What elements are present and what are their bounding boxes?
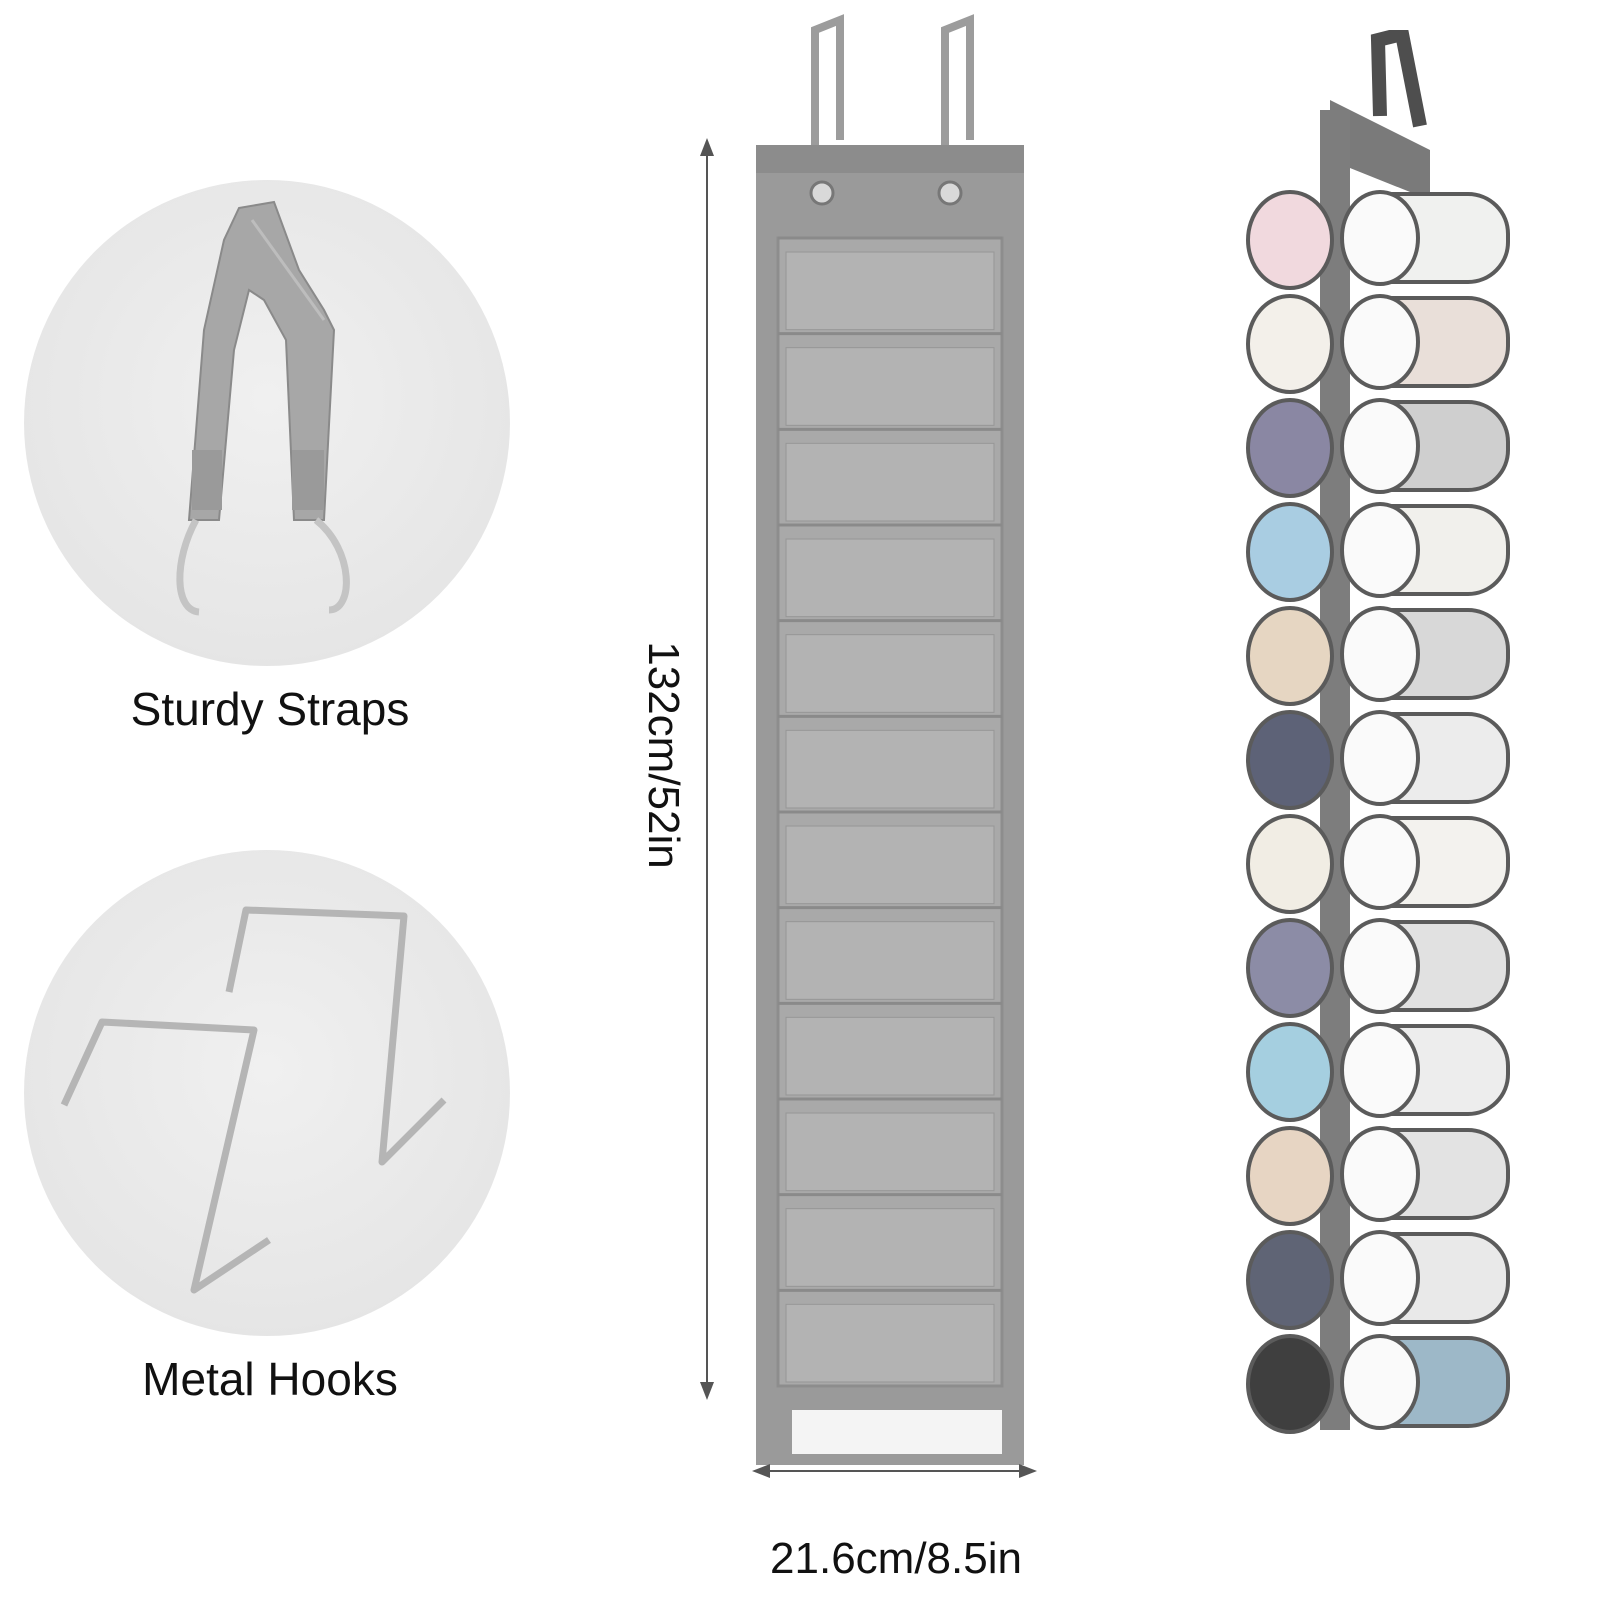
pocket-row xyxy=(785,825,995,905)
width-dimension-arrow xyxy=(752,1464,1037,1478)
hooks-caption: Metal Hooks xyxy=(142,1353,398,1405)
organizer-front-view xyxy=(756,14,1024,1465)
towel-roll-left xyxy=(1246,1022,1334,1122)
towel-roll-end xyxy=(1340,814,1420,910)
towel-roll-left xyxy=(1246,606,1334,706)
pocket-row xyxy=(785,1303,995,1383)
towel-roll-end xyxy=(1340,606,1420,702)
organizer-filled-view xyxy=(1246,30,1510,1434)
towel-roll-end xyxy=(1340,1022,1420,1118)
towel-roll-end xyxy=(1340,1334,1420,1430)
metal-hook-icon xyxy=(60,906,447,1294)
towel-roll-left xyxy=(1246,294,1334,394)
towel-roll-end xyxy=(1340,1230,1420,1326)
pocket-row xyxy=(785,442,995,522)
pocket-row xyxy=(785,1016,995,1096)
towel-roll-end xyxy=(1340,294,1420,390)
strap-icon xyxy=(176,200,350,616)
towel-roll-left xyxy=(1246,1334,1334,1434)
towel-rolls xyxy=(1246,190,1510,1434)
straps-circle xyxy=(24,180,510,666)
towel-roll-end xyxy=(1340,398,1420,494)
pocket-row xyxy=(785,347,995,426)
pocket-row xyxy=(785,1112,995,1192)
towel-roll-end xyxy=(1340,502,1420,598)
pocket-row xyxy=(785,1208,995,1287)
pocket-row xyxy=(785,251,995,331)
pocket-row xyxy=(785,634,995,713)
width-label: 21.6cm/8.5in xyxy=(770,1534,1022,1583)
pocket-row xyxy=(785,538,995,618)
height-dimension-arrow xyxy=(700,138,714,1400)
towel-roll-left xyxy=(1246,502,1334,602)
towel-roll-left xyxy=(1246,710,1334,810)
straps-caption: Sturdy Straps xyxy=(130,683,410,735)
towel-roll-left xyxy=(1246,814,1334,914)
towel-roll-left xyxy=(1246,398,1334,498)
towel-roll-left xyxy=(1246,1230,1334,1330)
towel-roll-end xyxy=(1340,1126,1420,1222)
hooks-circle xyxy=(24,850,510,1336)
towel-roll-end xyxy=(1340,710,1420,806)
towel-roll-end xyxy=(1340,190,1420,286)
towel-roll-left xyxy=(1246,918,1334,1018)
pocket-rows xyxy=(778,236,1002,1383)
towel-roll-left xyxy=(1246,190,1334,290)
pocket-row xyxy=(785,729,995,809)
height-label: 132cm/52in xyxy=(639,641,688,869)
towel-roll-left xyxy=(1246,1126,1334,1226)
pocket-row xyxy=(785,921,995,1000)
towel-roll-end xyxy=(1340,918,1420,1014)
